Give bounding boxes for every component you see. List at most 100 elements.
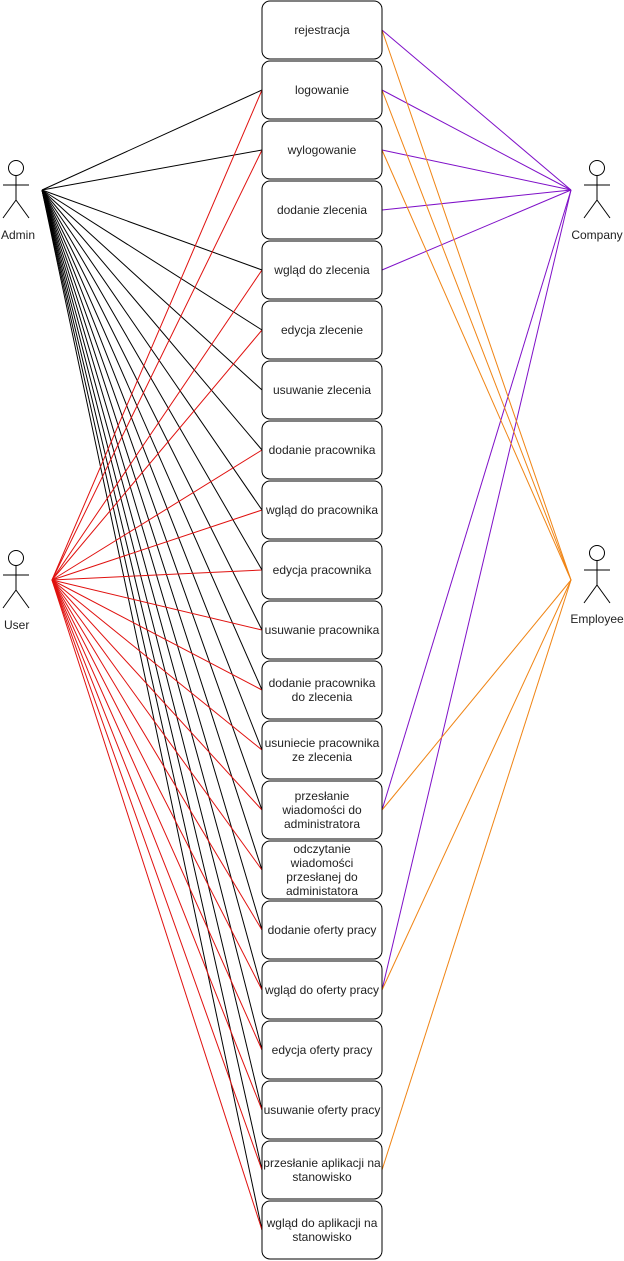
use-case-dodanie-oferty-pracy: dodanie oferty pracy — [261, 900, 383, 960]
use-case-box — [261, 1080, 383, 1140]
association-user-logowanie — [51, 89, 263, 581]
association-admin-odczytanie-wiadomosci — [41, 189, 263, 871]
use-case-box — [261, 420, 383, 480]
use-case-label: edycja pracownika — [273, 563, 372, 577]
use-case-label: wgląd do zlecenia — [273, 263, 370, 277]
use-case-label: wgląd do oferty pracy — [264, 983, 379, 997]
association-user-wglad-do-pracownika — [51, 509, 263, 581]
association-admin-usuwanie-oferty-pracy — [41, 189, 263, 1111]
actor-employee: Employee — [570, 545, 624, 626]
association-user-usuwanie-pracownika — [51, 579, 263, 631]
use-case-label: rejestracja — [294, 23, 350, 37]
stick-figure-icon — [583, 545, 611, 604]
stick-figure-icon — [2, 160, 30, 219]
association-company-wylogowanie — [381, 149, 572, 191]
use-case-label: usuniecie pracownika — [265, 736, 380, 750]
association-lines — [41, 29, 572, 1231]
association-user-wglad-do-zlecenia — [51, 269, 263, 581]
use-case-label: edycja oferty pracy — [272, 1043, 373, 1057]
use-case-label: wiadomości — [290, 856, 354, 870]
use-case-box — [261, 840, 383, 900]
use-case-box — [261, 240, 383, 300]
use-case-box — [261, 0, 383, 60]
association-admin-wglad-do-zlecenia — [41, 189, 263, 271]
use-case-label: do zlecenia — [292, 690, 353, 704]
association-user-dodanie-pracownika-do-zlecenia — [51, 579, 263, 691]
use-case-label: dodanie pracownika — [269, 676, 376, 690]
use-case-wglad-do-oferty-pracy: wgląd do oferty pracy — [261, 960, 383, 1020]
association-user-odczytanie-wiadomosci — [51, 579, 263, 871]
use-case-label: przesłanie aplikacji na — [263, 1156, 381, 1170]
use-case-box — [261, 660, 383, 720]
actor-user: User — [2, 550, 30, 632]
association-employee-wylogowanie — [381, 149, 572, 581]
association-company-przeslanie-wiadomosci — [381, 189, 572, 811]
use-case-box — [261, 180, 383, 240]
actor-label: Employee — [570, 612, 624, 626]
use-case-edycja-oferty-pracy: edycja oferty pracy — [261, 1020, 383, 1080]
use-case-label: logowanie — [295, 83, 349, 97]
use-case-wglad-do-zlecenia: wgląd do zlecenia — [261, 240, 383, 300]
association-company-wglad-do-zlecenia — [381, 189, 572, 271]
use-case-label: odczytanie — [293, 842, 351, 856]
association-admin-edycja-oferty-pracy — [41, 189, 263, 1051]
association-admin-dodanie-pracownika — [41, 189, 263, 451]
actor-label: Company — [571, 228, 622, 242]
use-case-rejestracja: rejestracja — [261, 0, 383, 60]
association-user-przeslanie-wiadomosci — [51, 579, 263, 811]
use-case-label: administratora — [284, 817, 360, 831]
association-company-dodanie-zlecenia — [381, 189, 572, 211]
association-admin-wylogowanie — [41, 149, 263, 191]
use-case-usuwanie-zlecenia: usuwanie zlecenia — [261, 360, 383, 420]
use-case-label: edycja zlecenie — [281, 323, 363, 337]
use-case-label: dodanie oferty pracy — [268, 923, 377, 937]
use-case-box — [261, 300, 383, 360]
use-case-box — [261, 60, 383, 120]
association-company-wglad-do-oferty-pracy — [381, 189, 572, 991]
association-employee-logowanie — [381, 89, 572, 581]
use-case-edycja-zlecenie: edycja zlecenie — [261, 300, 383, 360]
association-admin-wglad-do-aplikacji — [41, 189, 263, 1231]
use-case-box — [261, 900, 383, 960]
association-employee-wglad-do-oferty-pracy — [381, 579, 572, 991]
use-case-box — [261, 1020, 383, 1080]
use-case-box — [261, 780, 383, 840]
association-admin-usuniecie-pracownika-ze-zlecenia — [41, 189, 263, 751]
association-company-rejestracja — [381, 29, 572, 191]
actor-label: User — [4, 618, 29, 632]
association-admin-wglad-do-oferty-pracy — [41, 189, 263, 991]
use-case-wylogowanie: wylogowanie — [261, 120, 383, 180]
use-case-dodanie-zlecenia: dodanie zlecenia — [261, 180, 383, 240]
use-case-edycja-pracownika: edycja pracownika — [261, 540, 383, 600]
use-case-label: ze zlecenia — [292, 750, 352, 764]
use-case-boxes: rejestracja logowanie wylogowanie dodanie z… — [261, 0, 383, 1260]
use-case-label: wgląd do aplikacji na — [266, 1216, 378, 1230]
association-admin-edycja-zlecenie — [41, 189, 263, 331]
association-admin-wglad-do-pracownika — [41, 189, 263, 511]
use-case-label: usuwanie pracownika — [265, 623, 380, 637]
use-case-label: stanowisko — [292, 1170, 352, 1184]
association-employee-przeslanie-wiadomosci — [381, 579, 572, 811]
use-case-label: wylogowanie — [287, 143, 357, 157]
association-user-dodanie-pracownika — [51, 449, 263, 581]
stick-figure-icon — [583, 160, 611, 219]
association-user-edycja-oferty-pracy — [51, 579, 263, 1051]
use-case-label: dodanie pracownika — [269, 443, 376, 457]
use-case-box — [261, 1140, 383, 1200]
use-case-box — [261, 540, 383, 600]
use-case-label: przesłanej do — [286, 870, 358, 884]
use-case-usuwanie-oferty-pracy: usuwanie oferty pracy — [261, 1080, 383, 1140]
use-case-label: usuwanie zlecenia — [273, 383, 371, 397]
association-user-wylogowanie — [51, 149, 263, 581]
association-user-usuniecie-pracownika-ze-zlecenia — [51, 579, 263, 751]
use-case-box — [261, 1200, 383, 1260]
association-user-edycja-zlecenie — [51, 329, 263, 581]
use-case-label: wiadomości do — [281, 803, 362, 817]
